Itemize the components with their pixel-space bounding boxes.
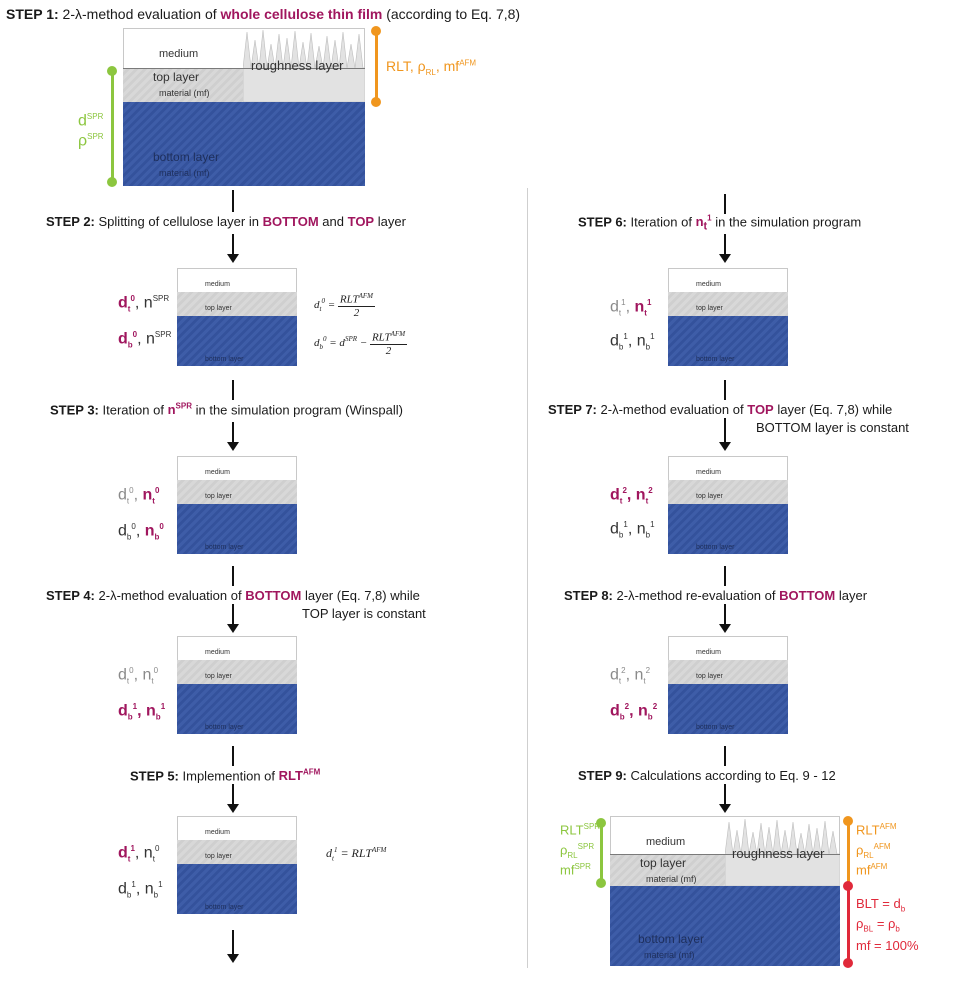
step1-layer-diagram: medium top layer material (mf) roughness… — [123, 28, 365, 186]
mf-eq-label: mf = 100% — [856, 938, 919, 953]
rho-bl-eq-label: ρBL = ρb — [856, 916, 900, 934]
d-spr-annotation: dSPR — [78, 112, 104, 130]
roughness-label: roughness layer — [251, 58, 344, 73]
step7-label-bottom: db1, nb1 — [610, 520, 655, 540]
rho-rl-spr-label: ρRLSPR — [560, 842, 595, 860]
arrow-5-diagram — [227, 784, 239, 813]
orange-bracket — [375, 30, 378, 102]
step3-layer-diagram: medium top layer bottom layer — [177, 456, 297, 554]
top-material-label: material (mf) — [159, 88, 210, 98]
arrow-8-9 — [724, 746, 726, 766]
step7-layer-diagram: medium top layer bottom layer — [668, 456, 788, 554]
step3-label-bottom: db0, nb0 — [118, 522, 164, 542]
arrow-3-diagram — [227, 422, 239, 451]
green-bracket-9 — [600, 822, 603, 882]
bottom-layer-label: bottom layer — [153, 150, 220, 164]
step5-label-bottom: db1, nb1 — [118, 880, 163, 900]
step7-label-top: dt2, nt2 — [610, 486, 653, 506]
green-bracket — [111, 70, 114, 182]
step4-title-line2: TOP layer is constant — [302, 606, 426, 621]
step6-label-bottom: db1, nb1 — [610, 332, 655, 352]
arrow-7-diagram — [719, 418, 731, 451]
step2-label-bottom: db0, nSPR — [118, 330, 172, 350]
arrow-3-4 — [232, 566, 234, 586]
mf-spr-label: mfSPR — [560, 862, 591, 878]
step7-title: STEP 7: 2-λ-method evaluation of TOP lay… — [548, 402, 893, 417]
step8-label-bottom: db2, nb2 — [610, 702, 658, 722]
bottom-material-label: material (mf) — [159, 168, 210, 178]
step3-label-top: dt0, nt0 — [118, 486, 160, 506]
step4-layer-diagram: medium top layer bottom layer — [177, 636, 297, 734]
step5-label-top: dt1, nt0 — [118, 844, 160, 864]
rlt-afm-label: RLTAFM — [856, 822, 897, 838]
arrow-4-5 — [232, 746, 234, 766]
step8-title: STEP 8: 2-λ-method re-evaluation of BOTT… — [564, 588, 868, 603]
step3-title: STEP 3: Iteration of nSPR in the simulat… — [50, 402, 403, 418]
arrow-2-diagram — [227, 234, 239, 263]
step9-layer-diagram: medium top layer material (mf) roughness… — [610, 816, 840, 966]
red-bracket-9 — [847, 886, 850, 962]
step5-layer-diagram: medium top layer bottom layer — [177, 816, 297, 914]
arrow-9-diagram — [719, 784, 731, 813]
arrow-1-2 — [232, 190, 234, 212]
column-divider — [527, 188, 528, 968]
step7-title-line2: BOTTOM layer is constant — [756, 420, 909, 435]
roughness-spikes — [243, 29, 365, 102]
step8-label-top: dt2, nt2 — [610, 666, 651, 686]
arrow-5-end — [227, 930, 239, 963]
step6-title: STEP 6: Iteration of nt1 in the simulati… — [578, 214, 862, 233]
step2-layer-diagram: medium top layer bottom layer — [177, 268, 297, 366]
arrow-4-diagram — [227, 604, 239, 633]
step4-label-bottom: db1, nb1 — [118, 702, 166, 722]
formula-dt1: dt1 = RLTAFM — [326, 846, 387, 863]
arrow-7-8 — [724, 566, 726, 586]
step9-title: STEP 9: Calculations according to Eq. 9 … — [578, 768, 836, 783]
top-layer-label: top layer — [153, 70, 200, 84]
step8-layer-diagram: medium top layer bottom layer — [668, 636, 788, 734]
arrow-2-3 — [232, 380, 234, 400]
step6-label-top: dt1, nt1 — [610, 298, 652, 318]
arrow-6-diagram — [719, 234, 731, 263]
step2-label-top: dt0, nSPR — [118, 294, 170, 314]
rho-rl-afm-label: ρRLAFM — [856, 842, 891, 860]
step5-title: STEP 5: Implemention of RLTAFM — [130, 768, 321, 784]
step4-title: STEP 4: 2-λ-method evaluation of BOTTOM … — [46, 588, 420, 603]
mf-afm-label: mfAFM — [856, 862, 888, 878]
rho-spr-annotation: ρSPR — [78, 132, 104, 150]
rlt-afm-annotation: RLT, ρRL, mfAFM — [386, 58, 477, 77]
step6-layer-diagram: medium top layer bottom layer — [668, 268, 788, 366]
arrow-8-diagram — [719, 604, 731, 633]
medium-label: medium — [159, 48, 199, 60]
step4-label-top: dt0, nt0 — [118, 666, 159, 686]
arrow-6-7 — [724, 380, 726, 400]
orange-bracket-9 — [847, 820, 850, 884]
arrow-start-6 — [724, 194, 726, 214]
blt-eq-label: BLT = db — [856, 896, 906, 914]
step1-title: STEP 1: 2-λ-method evaluation of whole c… — [6, 6, 521, 22]
rlt-spr-label: RLTSPR — [560, 822, 601, 838]
step2-title: STEP 2: Splitting of cellulose layer in … — [46, 214, 406, 229]
